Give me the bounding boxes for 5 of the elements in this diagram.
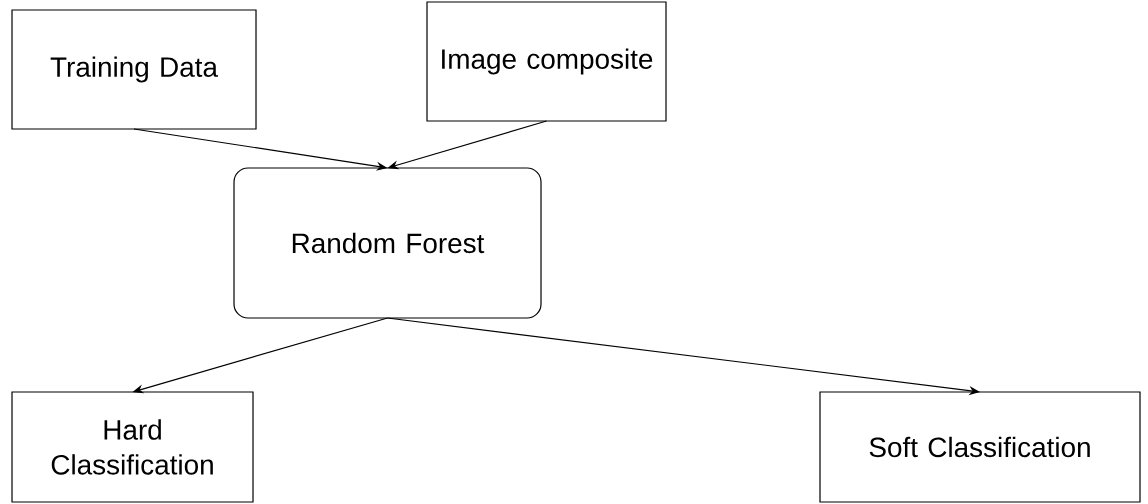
data-box: Training Data [11,9,257,130]
data-box: Soft Classification [819,391,1141,503]
data-box: Hard Classification [11,391,254,503]
data-box: Image composite [426,1,667,122]
process-box: Random Forest [233,167,542,319]
